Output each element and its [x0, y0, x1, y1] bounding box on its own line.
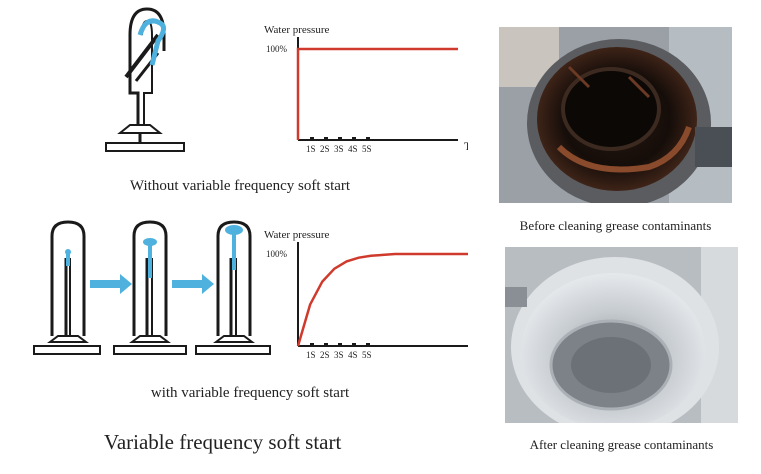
nozzle-spray-soft-start-illustration	[33, 220, 271, 355]
nozzle-stage-3	[195, 220, 271, 355]
nozzle-spray-hard-start-illustration	[105, 7, 185, 152]
y-tick-label: 100%	[266, 44, 288, 54]
x-tick-label: 1S	[306, 144, 316, 154]
caption-after-cleaning: After cleaning grease contaminants	[529, 437, 714, 452]
x-tick-label: 5S	[362, 144, 372, 154]
x-axis-label: Time	[464, 139, 468, 153]
x-tick-mark	[352, 343, 356, 346]
x-tick-mark	[338, 343, 342, 346]
x-tick-label: 3S	[334, 350, 344, 360]
x-tick-mark	[324, 343, 328, 346]
photo-before-cleaning	[499, 27, 732, 203]
x-tick-label: 5S	[362, 350, 372, 360]
progress-arrow-icon	[172, 274, 214, 294]
x-tick-mark	[366, 343, 370, 346]
page-title: Variable frequency soft start	[104, 430, 342, 454]
x-tick-label: 1S	[306, 350, 316, 360]
nozzle-stage-1	[33, 220, 101, 355]
x-tick-mark	[338, 137, 342, 140]
x-tick-mark	[366, 137, 370, 140]
water-pressure-chart-hard-start: Water pressureTime 100% 1S 2S 3S 4S 5S	[264, 24, 468, 154]
x-tick-mark	[324, 137, 328, 140]
photo-after-cleaning	[505, 247, 738, 423]
x-tick-mark	[352, 137, 356, 140]
caption-with-soft-start: with variable frequency soft start	[150, 385, 350, 401]
x-tick-label: 2S	[320, 350, 330, 360]
x-tick-mark	[310, 137, 314, 140]
caption-before-cleaning: Before cleaning grease contaminants	[519, 218, 712, 233]
pressure-curve-line	[296, 252, 468, 347]
caption-without-soft-start: Without variable frequency soft start	[129, 178, 351, 194]
pressure-curve-line	[296, 47, 458, 140]
x-tick-mark	[310, 343, 314, 346]
x-tick-label: 3S	[334, 144, 344, 154]
y-axis-label: Water pressure	[264, 229, 330, 241]
y-axis-label: Water pressure	[264, 24, 330, 36]
y-tick-label: 100%	[266, 249, 288, 259]
progress-arrow-icon	[90, 274, 132, 294]
x-tick-label: 2S	[320, 144, 330, 154]
x-tick-label: 4S	[348, 350, 358, 360]
x-tick-label: 4S	[348, 144, 358, 154]
nozzle-stage-2	[113, 220, 187, 355]
